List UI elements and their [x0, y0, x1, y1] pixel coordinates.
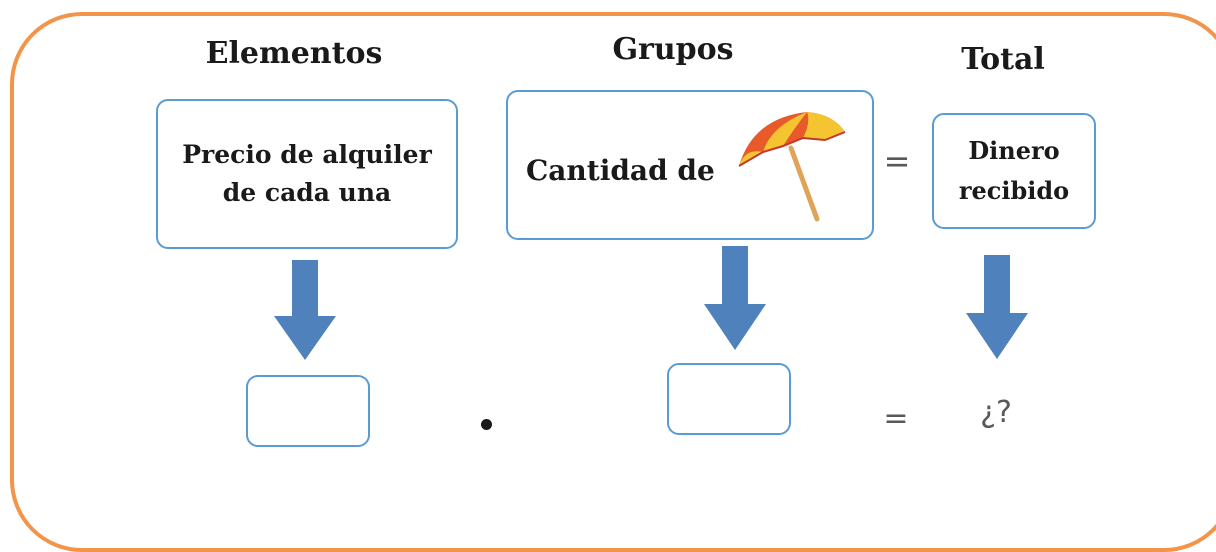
elements-answer-box[interactable]: [246, 375, 370, 447]
header-total: Total: [961, 42, 1045, 77]
down-arrow-elements: [274, 260, 336, 360]
multiplication-dot: [481, 419, 492, 430]
equals-sign-top: =: [883, 142, 911, 180]
header-elementos: Elementos: [205, 36, 383, 71]
total-box: Dinero recibido: [932, 113, 1096, 229]
total-box-label: Dinero recibido: [958, 136, 1070, 205]
down-arrow-total: [966, 255, 1028, 359]
groups-answer-box[interactable]: [667, 363, 791, 435]
equals-sign-bottom: =: [883, 401, 909, 436]
beach-umbrella-icon: [738, 112, 846, 222]
elements-box: Precio de alquiler de cada una: [156, 99, 458, 249]
groups-box-label: Cantidad de: [526, 153, 715, 187]
elements-box-label: Precio de alquiler de cada una: [182, 140, 432, 207]
header-grupos: Grupos: [612, 32, 734, 67]
down-arrow-groups: [704, 246, 766, 350]
result-unknown: ¿?: [980, 395, 1012, 430]
